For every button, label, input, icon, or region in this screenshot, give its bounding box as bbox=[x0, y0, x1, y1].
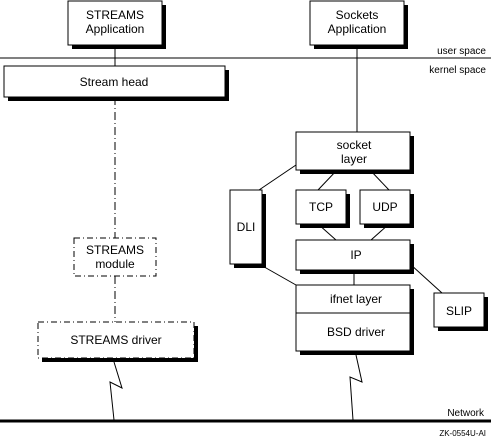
stream-head-box: Stream head bbox=[3, 65, 229, 101]
sockets-application-label-2: Application bbox=[328, 22, 387, 36]
stream-head-label: Stream head bbox=[80, 75, 149, 89]
bsd-driver-label: BSD driver bbox=[327, 325, 385, 339]
streams-module-label-1: STREAMS bbox=[86, 243, 144, 257]
streams-application-label-1: STREAMS bbox=[86, 8, 144, 22]
ip-to-slip-line bbox=[409, 263, 443, 294]
udp-label: UDP bbox=[372, 200, 397, 214]
dli-label: DLI bbox=[237, 220, 256, 234]
network-label: Network bbox=[447, 408, 485, 419]
socket-layer-label-1: socket bbox=[337, 138, 372, 152]
streams-application-box: STREAMS Application bbox=[67, 0, 166, 49]
streams-driver-label: STREAMS driver bbox=[70, 333, 161, 347]
socket-to-dli-line bbox=[258, 164, 297, 191]
socket-layer-label-2: layer bbox=[341, 152, 367, 166]
ifnet-layer-label: ifnet layer bbox=[330, 292, 382, 306]
tcp-box: TCP bbox=[295, 189, 350, 228]
socket-layer-box: socket layer bbox=[295, 131, 414, 174]
streams-driver-box: STREAMS driver bbox=[37, 321, 198, 362]
slip-label: SLIP bbox=[446, 304, 472, 318]
dli-box: DLI bbox=[229, 189, 266, 268]
sockets-application-label-1: Sockets bbox=[336, 8, 379, 22]
sockets-application-box: Sockets Application bbox=[309, 0, 408, 49]
figure-id: ZK-0554U-AI bbox=[439, 429, 486, 438]
sockets-network-link bbox=[349, 354, 363, 421]
kernel-space-label: kernel space bbox=[429, 65, 486, 76]
slip-box: SLIP bbox=[433, 292, 488, 331]
streams-module-box: STREAMS module bbox=[73, 237, 157, 277]
ip-box: IP bbox=[295, 239, 414, 274]
ip-label: IP bbox=[350, 248, 361, 262]
streams-application-label-2: Application bbox=[86, 22, 145, 36]
user-space-label: user space bbox=[437, 46, 486, 57]
streams-network-link bbox=[109, 361, 123, 421]
ifnet-bsd-box: ifnet layer BSD driver bbox=[295, 284, 414, 355]
tcp-label: TCP bbox=[309, 200, 333, 214]
streams-module-label-2: module bbox=[95, 257, 135, 271]
udp-box: UDP bbox=[359, 189, 414, 228]
